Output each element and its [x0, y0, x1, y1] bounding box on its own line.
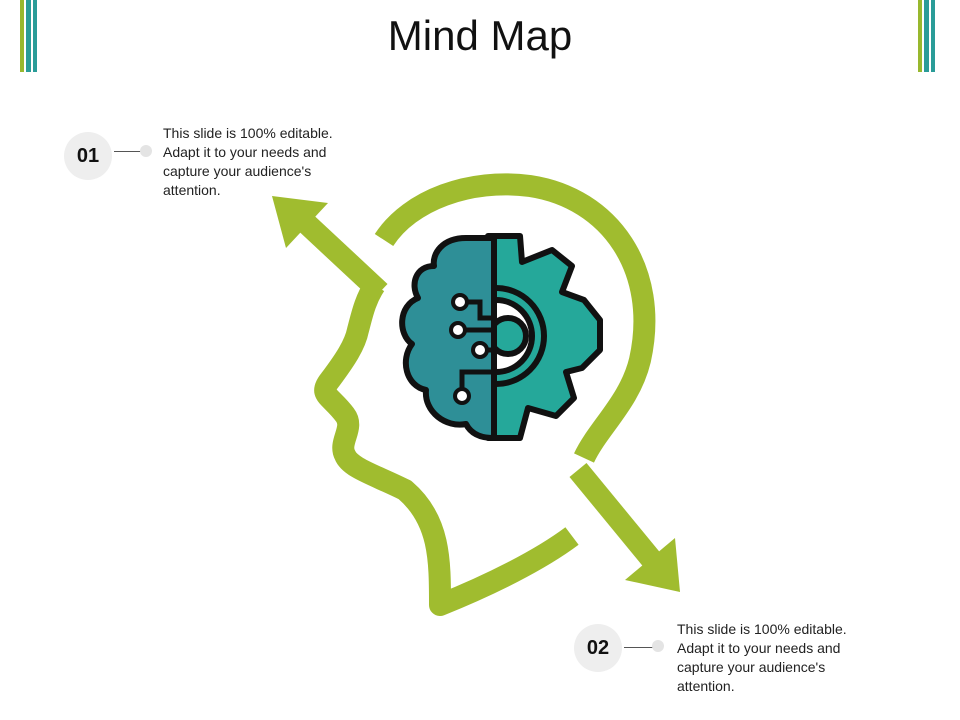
arrow-up-left-head [272, 196, 328, 248]
corner-decoration-right [918, 0, 938, 72]
arrow-down-right-head [625, 538, 680, 592]
head-outline [314, 173, 656, 616]
arrow-down-right-shaft [569, 463, 661, 567]
brain-icon [399, 235, 497, 441]
page-title: Mind Map [387, 12, 573, 59]
item-number-01: 01 [64, 132, 112, 180]
item-number-02: 02 [574, 624, 622, 672]
item-description-02: This slide is 100% editable. Adapt it to… [677, 621, 847, 694]
arrow-up-left-shaft [298, 214, 388, 301]
corner-decoration-left [20, 0, 40, 72]
connector-line-01 [114, 151, 142, 152]
connector-dot-01 [140, 145, 152, 157]
connector-dot-02 [652, 640, 664, 652]
item-description-01: This slide is 100% editable. Adapt it to… [163, 125, 333, 198]
connector-line-02 [624, 647, 654, 648]
